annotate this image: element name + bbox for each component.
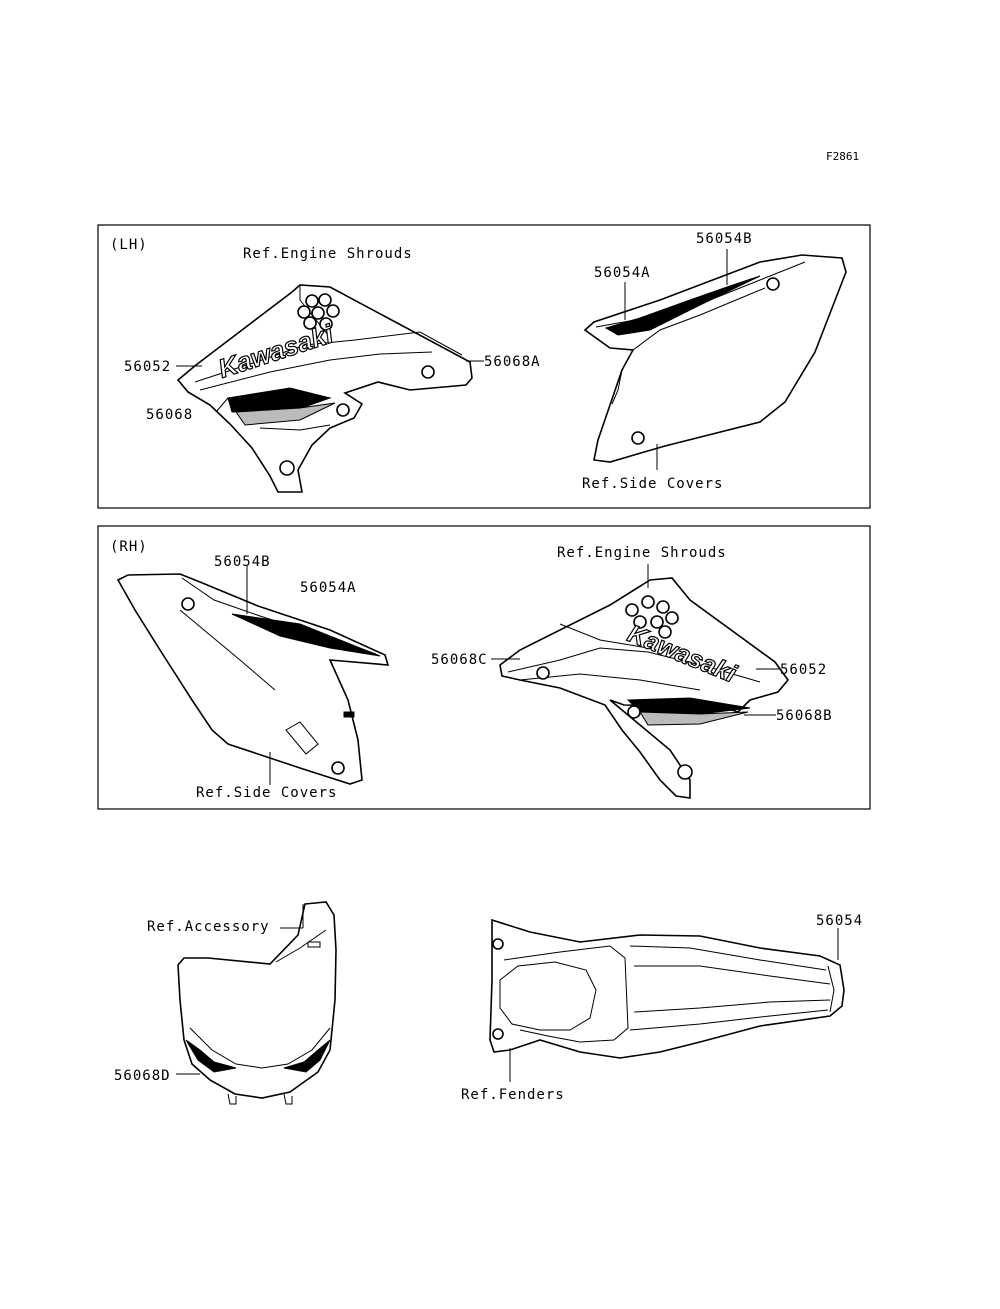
rh-ref-engine-shrouds: Ref.Engine Shrouds — [557, 545, 727, 561]
number-plate: Ref.Accessory 56068D — [114, 901, 337, 1105]
rear-fender: 56054 Ref.Fenders — [461, 913, 863, 1103]
rh-engine-shroud: Kawasaki — [499, 577, 790, 799]
rh-part-56052: 56052 — [780, 662, 827, 678]
lh-side-label: (LH) — [110, 237, 148, 253]
rh-part-56068b: 56068B — [776, 708, 833, 724]
rh-side-cover — [116, 573, 390, 785]
part-56068d: 56068D — [114, 1068, 171, 1084]
rh-part-56054a: 56054A — [300, 580, 357, 596]
lh-ref-side-covers: Ref.Side Covers — [582, 476, 723, 492]
figure-code: F2861 — [826, 150, 859, 163]
lh-panel-frame — [97, 224, 871, 509]
rh-part-56068c: 56068C — [431, 652, 488, 668]
rh-part-56054b: 56054B — [214, 554, 271, 570]
lh-panel: (LH) Ref.Engine Shrouds Kawasaki — [97, 224, 871, 509]
rh-panel: (RH) Ref.Engine Shrouds 56054B 56054A Re… — [97, 525, 871, 810]
part-56054: 56054 — [816, 913, 863, 929]
ref-fenders: Ref.Fenders — [461, 1087, 565, 1103]
rh-side-label: (RH) — [110, 539, 148, 555]
lh-engine-shroud: Kawasaki — [176, 284, 473, 493]
lh-ref-engine-shrouds: Ref.Engine Shrouds — [243, 246, 413, 262]
rh-ref-side-covers: Ref.Side Covers — [196, 785, 337, 801]
lh-part-56052: 56052 — [124, 359, 171, 375]
ref-accessory: Ref.Accessory — [147, 919, 270, 935]
lh-side-cover — [583, 254, 847, 463]
lh-part-56054b: 56054B — [696, 231, 753, 247]
lh-part-56068a: 56068A — [484, 354, 541, 370]
rh-panel-frame — [97, 525, 871, 810]
lh-part-56054a: 56054A — [594, 265, 651, 281]
lh-part-56068: 56068 — [146, 407, 193, 423]
